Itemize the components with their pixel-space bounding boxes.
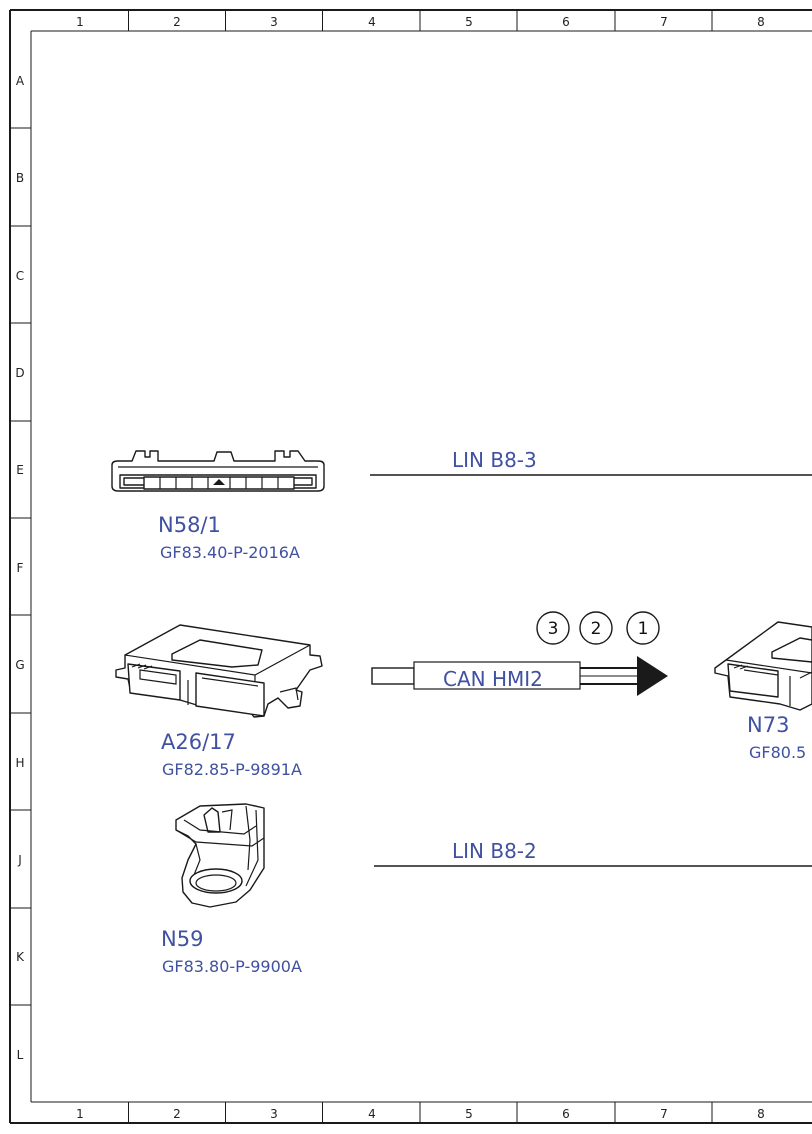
component-reference: GF83.40-P-2016A [160, 543, 300, 562]
component-id: A26/17 [161, 730, 236, 754]
sequence-marker-circle [536, 611, 570, 645]
row-dividers [10, 127, 31, 1006]
column-label: 5 [465, 15, 473, 29]
column-label: 8 [757, 15, 765, 29]
row-label: B [16, 171, 24, 185]
row-label: A [16, 74, 25, 88]
column-dividers [128, 10, 713, 1123]
column-label: 5 [465, 1107, 473, 1121]
sequence-marker-circle [626, 611, 660, 645]
can-bus-label: CAN HMI2 [443, 667, 543, 691]
row-label: J [17, 853, 22, 867]
component-id: N58/1 [158, 513, 221, 537]
sequence-markers: 3 2 1 [536, 611, 660, 645]
row-label: G [15, 658, 24, 672]
sequence-marker: 1 [638, 619, 649, 639]
row-label: L [17, 1048, 24, 1062]
column-label: 3 [270, 15, 278, 29]
column-label: 4 [368, 15, 376, 29]
row-labels: A B C D E F G H J K L [15, 74, 25, 1062]
component-reference: GF80.5 [749, 743, 806, 762]
component-id: N73 [747, 713, 789, 737]
column-label: 1 [76, 1107, 84, 1121]
column-label: 2 [173, 15, 181, 29]
climate-control-panel-icon [111, 450, 325, 492]
column-label: 4 [368, 1107, 376, 1121]
column-label: 3 [270, 1107, 278, 1121]
sequence-marker-circle [579, 611, 613, 645]
can-bus-label-box [413, 661, 581, 690]
row-label: F [17, 561, 24, 575]
rotary-knob-icon [175, 803, 265, 908]
column-label: 7 [660, 15, 668, 29]
lin-bus-label: LIN B8-3 [452, 448, 537, 472]
row-label: E [16, 463, 24, 477]
column-label: 8 [757, 1107, 765, 1121]
column-label: 6 [562, 15, 570, 29]
can-bus-arrow [371, 656, 668, 696]
column-labels-top: 1 2 3 4 5 6 7 8 [76, 15, 765, 29]
column-label: 7 [660, 1107, 668, 1121]
drawing-frame [9, 9, 812, 1124]
control-unit-icon [714, 621, 812, 711]
sequence-marker: 2 [591, 619, 602, 639]
row-label: D [15, 366, 24, 380]
component-reference: GF83.80-P-9900A [162, 957, 302, 976]
row-label: C [16, 269, 24, 283]
component-reference: GF82.85-P-9891A [162, 760, 302, 779]
row-label: K [16, 950, 25, 964]
column-label: 2 [173, 1107, 181, 1121]
row-label: H [15, 756, 24, 770]
column-label: 6 [562, 1107, 570, 1121]
column-labels-bottom: 1 2 3 4 5 6 7 8 [76, 1107, 765, 1121]
lin-bus-label: LIN B8-2 [452, 839, 537, 863]
sequence-marker: 3 [548, 619, 559, 639]
component-id: N59 [161, 927, 203, 951]
control-unit-icon [115, 624, 323, 718]
column-label: 1 [76, 15, 84, 29]
